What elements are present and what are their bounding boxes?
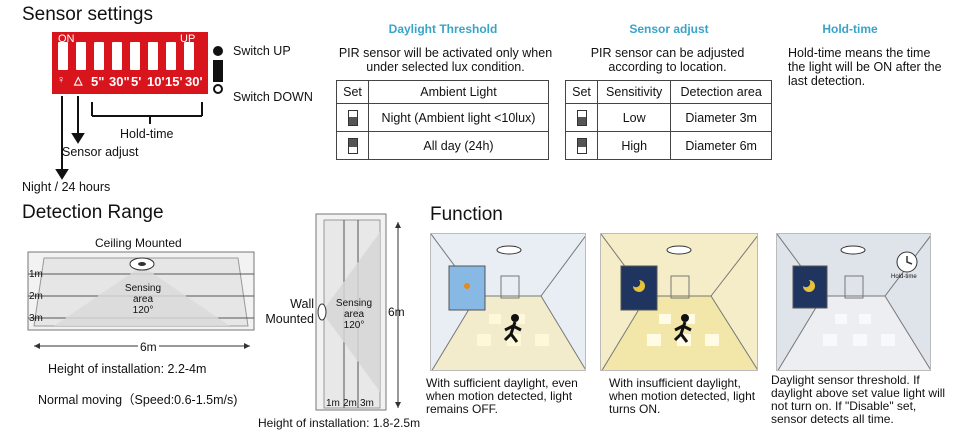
sensor-adjust-desc: PIR sensor can be adjusted according to … (590, 46, 745, 74)
function-title: Function (430, 204, 503, 225)
switch-down-icon (576, 109, 587, 126)
night-24-label: Night / 24 hours (22, 180, 111, 194)
daylight-threshold-heading: Daylight Threshold (388, 22, 498, 36)
ambient-value: All day (24h) (368, 131, 549, 160)
sensitivity-value: High (596, 131, 672, 160)
wall-depth: 6m (388, 305, 405, 319)
hold-time-heading: Hold-time (822, 22, 878, 36)
wall-distance-3m: 3m (360, 398, 374, 409)
wall-distance-1m: 1m (326, 398, 340, 409)
ceiling-sensing-text: Sensing area 120° (124, 283, 162, 316)
wall-sensing-text: Sensing area 120° (335, 298, 373, 331)
hold-time-label: Hold-time (120, 127, 174, 141)
area-value: Diameter 6m (670, 131, 772, 160)
function-panel-insufficient (600, 233, 758, 371)
dip-switch-1[interactable] (58, 42, 68, 70)
wall-diagram (315, 213, 401, 411)
switch-body-icon (213, 60, 223, 82)
sensor-adjust-label: Sensor adjust (62, 145, 139, 159)
daylight-threshold-table: Set Ambient Light Night (Ambient light <… (336, 80, 549, 160)
dip-switch-2[interactable] (76, 42, 86, 70)
triangle-icon: △ (74, 75, 83, 87)
switch-up-dot-icon (213, 46, 223, 56)
switch-up-icon (347, 137, 358, 154)
distance-2m: 2m (29, 291, 43, 302)
ceiling-width: 6m (138, 340, 159, 354)
light-bulb-icon: ♀ (57, 74, 66, 86)
normal-moving-text: Normal moving（Speed:0.6-1.5m/s) (38, 393, 238, 407)
distance-1m: 1m (29, 269, 43, 280)
dip-label-1: 5" (91, 74, 105, 89)
table-row: High Diameter 6m (565, 131, 772, 160)
function-caption-2: With insufficient daylight, when motion … (609, 376, 756, 416)
table-row: Night (Ambient light <10lux) (336, 103, 549, 132)
switch-down-icon (347, 109, 358, 126)
dip-label-6: 30' (185, 74, 203, 89)
dip-switch-3[interactable] (94, 42, 104, 70)
col-ambient-light: Ambient Light (368, 80, 549, 104)
area-value: Diameter 3m (670, 103, 772, 132)
dip-label-5: 15' (165, 74, 183, 89)
switch-down-label: Switch DOWN (233, 90, 313, 104)
function-panel-daylight (430, 233, 586, 371)
detection-range-title: Detection Range (22, 202, 164, 223)
ceiling-mounted-title: Ceiling Mounted (95, 236, 182, 250)
dip-switch-7[interactable] (166, 42, 176, 70)
col-set: Set (565, 80, 598, 104)
sensor-adjust-table: Set Sensitivity Detection area Low Diame… (565, 80, 772, 160)
table-row: All day (24h) (336, 131, 549, 160)
dip-label-2: 30" (109, 74, 130, 89)
clock-hold-time-label: Hold-time (891, 274, 917, 280)
dip-switch-8[interactable] (184, 42, 194, 70)
hold-time-desc: Hold-time means the time the light will … (788, 46, 942, 88)
ceiling-height-text: Height of installation: 2.2-4m (48, 362, 207, 376)
daylight-threshold-desc: PIR sensor will be activated only when u… (338, 46, 553, 74)
ambient-value: Night (Ambient light <10lux) (368, 103, 549, 132)
switch-down-dot-icon (213, 84, 223, 94)
corridor-scene-1 (431, 234, 585, 370)
dip-label-3: 5' (131, 74, 142, 89)
dip-switch-4[interactable] (112, 42, 122, 70)
function-panel-threshold: Hold-time (776, 233, 931, 371)
dip-switch-block: ON UP ♀ △ 5" 30" 5' 10' 15' 30' (52, 32, 208, 94)
corridor-scene-3 (777, 234, 930, 370)
table-row: Low Diameter 3m (565, 103, 772, 132)
wall-mounted-title: Wall Mounted (265, 297, 314, 326)
col-detection-area: Detection area (670, 80, 772, 104)
switch-up-label: Switch UP (233, 44, 291, 58)
dip-switch-6[interactable] (148, 42, 158, 70)
dip-switch-5[interactable] (130, 42, 140, 70)
col-set: Set (336, 80, 369, 104)
function-caption-3: Daylight sensor threshold. If daylight a… (771, 373, 946, 426)
dip-arrows (55, 96, 203, 180)
distance-3m: 3m (29, 313, 43, 324)
sensor-adjust-heading: Sensor adjust (629, 22, 709, 36)
switch-up-icon (576, 137, 587, 154)
dip-label-4: 10' (147, 74, 165, 89)
wall-distance-2m: 2m (343, 398, 357, 409)
ceiling-diagram (27, 251, 255, 349)
function-caption-1: With sufficient daylight, even when moti… (426, 376, 578, 416)
corridor-scene-2 (601, 234, 757, 370)
sensor-settings-title: Sensor settings (22, 4, 153, 25)
wall-height-text: Height of installation: 1.8-2.5m (258, 416, 421, 430)
col-sensitivity: Sensitivity (596, 80, 672, 104)
sensitivity-value: Low (596, 103, 672, 132)
